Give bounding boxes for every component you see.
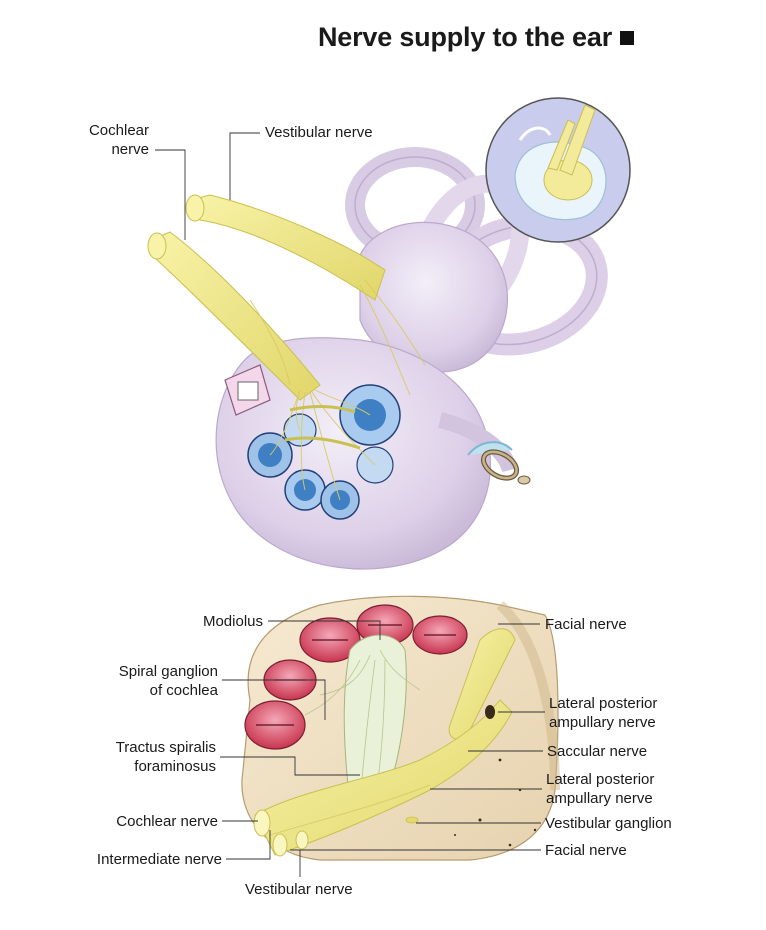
label-vestibular-nerve-upper: Vestibular nerve <box>265 124 373 141</box>
label-saccular-nerve: Saccular nerve <box>547 743 648 760</box>
label-intermediate-nerve: Intermediate nerve <box>96 851 222 868</box>
label-vestibular-nerve-lower: Vestibular nerve <box>245 881 353 898</box>
nerve-bundles-upper <box>147 194 426 501</box>
inset-detail <box>485 97 631 243</box>
label-lateral-posterior-ampullary-1: Lateral posterior ampullary nerve <box>549 695 658 731</box>
label-tractus-spiralis: Tractus spiralis foraminosus <box>115 739 216 775</box>
label-modiolus: Modiolus <box>202 613 263 630</box>
label-spiral-ganglion: Spiral ganglion of cochlea <box>118 663 218 699</box>
cochlea-cross-section <box>241 595 560 861</box>
label-cochlear-nerve-lower: Cochlear nerve <box>116 813 218 830</box>
label-vestibular-ganglion: Vestibular ganglion <box>545 815 672 832</box>
upper-leader-lines <box>155 132 260 240</box>
label-lateral-posterior-ampullary-2: Lateral posterior ampullary nerve <box>546 771 655 807</box>
lower-leader-lines <box>220 620 545 877</box>
title-square-marker <box>620 31 634 45</box>
page-title: Nerve supply to the ear <box>318 22 634 53</box>
label-cochlear-nerve-upper: Cochlear nerve <box>88 122 149 158</box>
label-facial-nerve-top: Facial nerve <box>545 616 627 633</box>
label-facial-nerve-bottom: Facial nerve <box>545 842 627 859</box>
stapes <box>467 441 531 485</box>
